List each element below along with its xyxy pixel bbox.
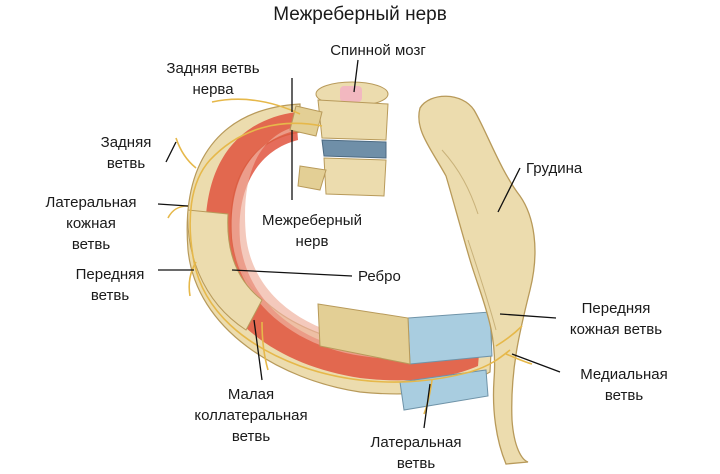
- spinal-cord-section: [340, 86, 362, 102]
- leader-lines: [157, 59, 561, 429]
- rib-front-bone: [317, 303, 411, 365]
- label-spinal-cord: Спинной мозг: [330, 42, 426, 59]
- label-small-collateral-branch: Малая коллатеральная ветвь: [194, 386, 308, 445]
- label-sternum: Грудина: [526, 160, 583, 177]
- label-anterior-cutaneous-branch: Передняя кожная ветвь: [569, 300, 663, 338]
- label-intercostal-nerve: Межреберный нерв: [262, 212, 362, 250]
- label-medial-branch: Медиальная ветвь: [580, 366, 668, 404]
- label-rib: Ребро: [358, 268, 401, 285]
- label-anterior-branch: Передняя ветвь: [75, 266, 145, 304]
- sternum: [418, 95, 536, 465]
- costal-cartilage: [407, 311, 493, 365]
- diagram-title: Межреберный нерв: [273, 4, 447, 25]
- label-posterior-branch-nerve: Задняя ветвь нерва: [166, 60, 260, 98]
- label-lateral-branch: Латеральная ветвь: [370, 434, 462, 472]
- intervertebral-disc: [321, 139, 387, 159]
- vertebra: [289, 81, 389, 197]
- label-lateral-cutaneous-branch: Латеральная кожная ветвь: [45, 194, 137, 253]
- label-posterior-branch: Задняя ветвь: [100, 134, 152, 172]
